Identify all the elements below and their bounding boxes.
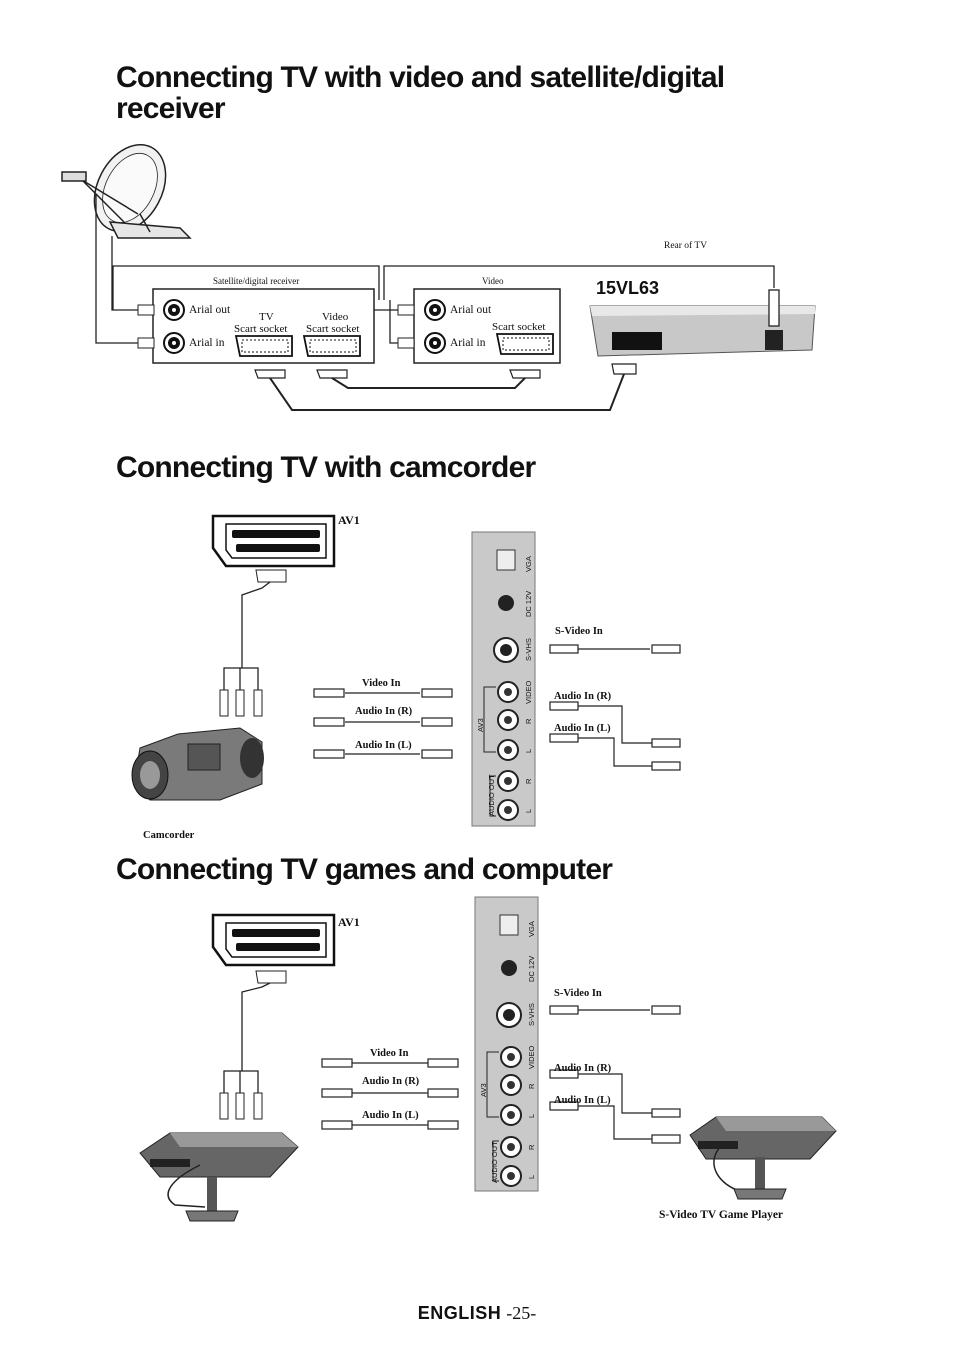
audio-out-label-3: AUDIO OUT (490, 1141, 499, 1183)
receiver-arial-out-icon (163, 299, 185, 321)
av1-label-3: AV1 (338, 915, 360, 929)
r-label-2: R (524, 718, 533, 724)
diagram-video-satellite: Rear of TV 15VL63 Satellite/digital rece… (61, 143, 816, 411)
dc-label-2: DC 12V (524, 591, 533, 617)
video-arial-in-label: Arial in (450, 337, 486, 349)
r-out-label-2: R (524, 778, 533, 784)
vga-label-2: VGA (524, 556, 533, 572)
video-in-label-2: Video In (362, 678, 401, 689)
section-title-camcorder: Connecting TV with camcorder (116, 451, 536, 484)
receiver-label: Satellite/digital receiver (213, 276, 299, 286)
dc-label-3: DC 12V (527, 956, 536, 982)
tv-side-panel: VGA DC 12V S-VHS VIDEO R L AV3 R L AUDIO… (471, 531, 536, 827)
video-arial-out-label: Arial out (450, 304, 492, 316)
diagram-games-computer: AV1 Video In Audio In (R) Audio In (L) (139, 896, 837, 1222)
footer-language: ENGLISH (417, 1303, 502, 1323)
vga-label-3: VGA (527, 921, 536, 937)
video-port-label-2: VIDEO (524, 680, 533, 704)
rear-of-tv-label: Rear of TV (664, 240, 707, 251)
audio-in-r-label-2: Audio In (R) (355, 706, 413, 717)
tv-rear-icon (589, 305, 816, 357)
video-port-label-3: VIDEO (527, 1045, 536, 1069)
video-scart-label: Scart socket (492, 321, 545, 333)
receiver-tv-scart-icon (234, 335, 293, 357)
title-line-1: Connecting TV with video and satellite/d… (116, 61, 725, 94)
video-arial-out-icon (424, 299, 446, 321)
receiver-video-label: Video (322, 311, 349, 323)
section-title-video-satellite: Connecting TV with video and satellite/d… (116, 61, 725, 125)
audio-in-r-label-3: Audio In (R) (362, 1076, 420, 1087)
diagram-camcorder: AV1 Camcorder Video In Audio In (R) Audi… (131, 513, 681, 841)
camcorder-label: Camcorder (143, 830, 195, 841)
receiver-video-scart-icon (302, 335, 361, 357)
right-audio-r-label-3: Audio In (R) (554, 1063, 612, 1074)
audio-in-l-label-2: Audio In (L) (355, 740, 412, 751)
svideo-in-label-2: S-Video In (555, 626, 603, 637)
r-label-3: R (527, 1083, 536, 1089)
receiver-arial-out-label: Arial out (189, 304, 231, 316)
l-out-label-3: L (527, 1175, 536, 1179)
receiver-arial-in-label: Arial in (189, 337, 225, 349)
svideo-game-player-icon (689, 1116, 837, 1200)
r-out-label-3: R (527, 1144, 536, 1150)
svhs-label-2: S-VHS (524, 638, 533, 661)
right-audio-l-label-3: Audio In (L) (554, 1095, 611, 1106)
receiver-video-scart-label: Scart socket (306, 323, 359, 335)
receiver-tv-scart-label: Scart socket (234, 323, 287, 335)
l-label-2: L (524, 749, 533, 753)
av3-label-3: AV3 (479, 1083, 488, 1097)
page-footer: ENGLISH -25- (0, 1303, 954, 1324)
audio-out-label-2: AUDIO OUT (487, 774, 496, 816)
satellite-dish-icon (61, 143, 192, 239)
av1-scart-icon (211, 913, 336, 967)
section-title-games-computer: Connecting TV games and computer (116, 853, 613, 886)
game-player-label: S-Video TV Game Player (659, 1209, 783, 1221)
l-out-label-2: L (524, 809, 533, 813)
receiver-arial-in-icon (163, 332, 185, 354)
video-label: Video (482, 276, 504, 286)
l-label-3: L (527, 1114, 536, 1118)
model-label: 15VL63 (596, 278, 659, 298)
receiver-tv-label: TV (259, 311, 274, 323)
audio-in-l-label-3: Audio In (L) (362, 1110, 419, 1121)
camcorder-icon (131, 727, 264, 801)
right-audio-r-label-2: Audio In (R) (554, 691, 612, 702)
title-line-2: receiver (116, 92, 226, 125)
video-scart-icon (495, 333, 554, 355)
video-arial-in-icon (424, 332, 446, 354)
page-number: -25- (506, 1303, 537, 1323)
tv-side-panel: VGA DC 12V S-VHS VIDEO R L AV3 R L AUDIO… (474, 896, 539, 1192)
av1-label-2: AV1 (338, 513, 360, 527)
av1-scart-icon (211, 514, 336, 568)
av3-label-2: AV3 (476, 718, 485, 732)
video-in-label-3: Video In (370, 1048, 409, 1059)
svhs-label-3: S-VHS (527, 1003, 536, 1026)
game-console-icon (139, 1132, 299, 1222)
svideo-in-label-3: S-Video In (554, 988, 602, 999)
right-audio-l-label-2: Audio In (L) (554, 723, 611, 734)
